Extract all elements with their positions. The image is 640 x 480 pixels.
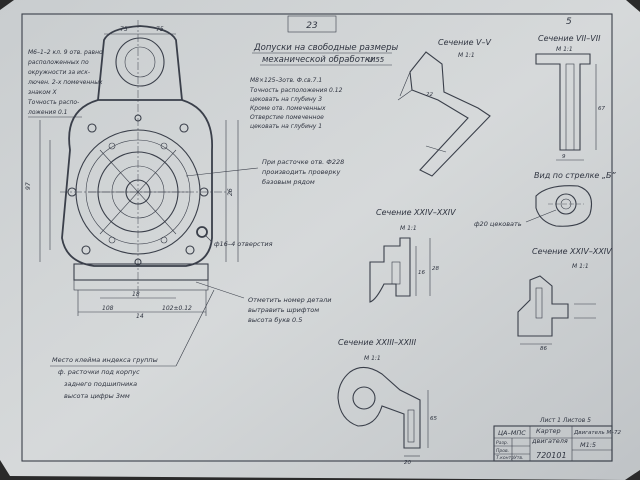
page-number-box	[287, 15, 337, 33]
section-xxiv-right-label: Сечение XXIV–XXIV	[532, 247, 612, 256]
tolerance-class: U.55	[368, 56, 385, 64]
thread-spec: М8×125–3отв. Ф.св.7.1	[250, 77, 322, 84]
tolerance-notes: Допуски на свободные размеры механическо…	[250, 43, 398, 130]
left-note-7: ложения 0.1	[27, 109, 67, 116]
section-xxiv-left: Сечение XXIV–XXIV М 1:1 16 28	[369, 208, 456, 303]
left-note-3: окружности за иск-	[28, 69, 90, 76]
dim-vii-67: 67	[598, 106, 605, 112]
bottom-note-2: ф. расточки под корпус	[58, 368, 140, 376]
depth-1: цековать на глубину 1	[250, 123, 322, 130]
stamp-note-1: Отметить номер детали	[248, 296, 331, 304]
section-xxiii-label: Сечение XXIII–XXIII	[338, 338, 417, 347]
holes-label: ф16–4 отверстия	[214, 240, 273, 248]
dim-v-22: 22	[426, 92, 433, 98]
dim-97: 97	[25, 182, 32, 190]
section-vii-vii: Сечение VII–VII М 1:1 9 67	[535, 34, 605, 161]
position-accuracy: Точность расположения 0.12	[250, 87, 343, 94]
title-row-4: Утв.	[514, 455, 523, 461]
section-xxiv-right: Сечение XXIV–XXIV М 1:1 86	[517, 247, 612, 352]
left-note-5: знаком X	[28, 89, 58, 96]
main-view-crankcase	[39, 20, 239, 316]
section-xxiii: Сечение XXIII–XXIII М 1:1 65 20	[337, 338, 437, 466]
left-note-1: М6–1–2 кл. 9 отв. равно	[28, 49, 103, 56]
stamp-note-3: высота букв 0.5	[248, 316, 302, 324]
left-note-6: Точность распо-	[28, 99, 79, 106]
bottom-note-3: заднего подшипника	[64, 380, 137, 388]
title-row-1: Разр.	[496, 440, 508, 446]
section-xxiii-scale: М 1:1	[364, 355, 381, 362]
except-note: Кроме отв. помеченных	[250, 105, 326, 112]
section-xxiv-right-scale: М 1:1	[572, 263, 589, 270]
countersink-label: ф20 цековать	[474, 220, 522, 228]
section-v-v: Сечение V–V М 1:1 22	[397, 38, 492, 177]
section-xxiv-scale: М 1:1	[400, 225, 417, 232]
tolerance-title-1: Допуски на свободные размеры	[253, 43, 398, 53]
drawing-frame	[21, 13, 613, 462]
title-part-no: 720101	[536, 451, 567, 460]
dim-75-left: 75	[120, 26, 128, 33]
section-xxiv-label: Сечение XXIV–XXIV	[376, 208, 456, 217]
title-row-2: Пров.	[496, 448, 509, 454]
dim-18: 18	[132, 291, 140, 298]
bottom-note-1: Место клейма индекса группы	[52, 356, 158, 364]
section-v-scale: М 1:1	[458, 52, 475, 59]
title-material: Двигатель М–72	[573, 430, 621, 436]
section-vii-label: Сечение VII–VII	[538, 34, 601, 43]
title-name-1: Картер	[536, 427, 561, 435]
dim-26: 26	[227, 188, 234, 196]
bottom-note-block: Место клейма индекса группы ф. расточки …	[50, 289, 215, 400]
view-b-label: Вид по стрелке „Б”	[534, 171, 617, 180]
bottom-note-4: высота цифры 3мм	[64, 392, 130, 400]
corner-mark: 5	[566, 17, 572, 27]
dim-xxiii-20: 20	[404, 460, 411, 466]
section-vii-scale: М 1:1	[556, 46, 573, 53]
title-scale: М1:5	[580, 441, 596, 449]
dim-102: 102±0.12	[162, 305, 192, 312]
boring-note: При расточке отв. Ф228 производить прове…	[185, 158, 344, 186]
title-row-3: Т.контр.	[496, 455, 516, 461]
dim-xxiii-65: 65	[430, 416, 437, 422]
stamp-note-2: вытравить шрифтом	[248, 306, 319, 314]
section-v-label: Сечение V–V	[438, 38, 492, 47]
page-number: 23	[306, 21, 318, 31]
dim-xxiv-r-86: 86	[540, 346, 547, 352]
left-note-block: М6–1–2 кл. 9 отв. равно расположенных по…	[27, 49, 103, 118]
stamp-note: Отметить номер детали вытравить шрифтом …	[195, 281, 331, 324]
title-name-2: двигателя	[531, 437, 568, 445]
boring-note-1: При расточке отв. Ф228	[262, 158, 344, 166]
view-b: Вид по стрелке „Б”	[534, 171, 617, 227]
dim-75-right: 75	[156, 26, 164, 33]
left-note-4: лючен. 2-х помеченных	[27, 79, 103, 86]
title-block	[493, 425, 613, 462]
marked-holes: Отверстие помеченное	[250, 114, 324, 121]
tolerance-title-2: механической обработки	[262, 55, 376, 65]
boring-note-3: базовым рядом	[262, 178, 315, 186]
dim-xxiv-16: 16	[418, 270, 425, 276]
dim-14: 14	[136, 313, 144, 320]
title-org: ЦА–МПС	[498, 429, 526, 437]
dim-xxiv-28: 28	[432, 266, 439, 272]
sheet-info: Лист 1 Листов 5	[539, 417, 591, 424]
depth-note: цековать на глубину 3	[250, 96, 322, 103]
dim-vii-9: 9	[562, 154, 566, 160]
left-note-2: расположенных по	[27, 59, 89, 66]
boring-note-2: производить проверку	[262, 168, 340, 176]
dim-108: 108	[102, 305, 114, 312]
